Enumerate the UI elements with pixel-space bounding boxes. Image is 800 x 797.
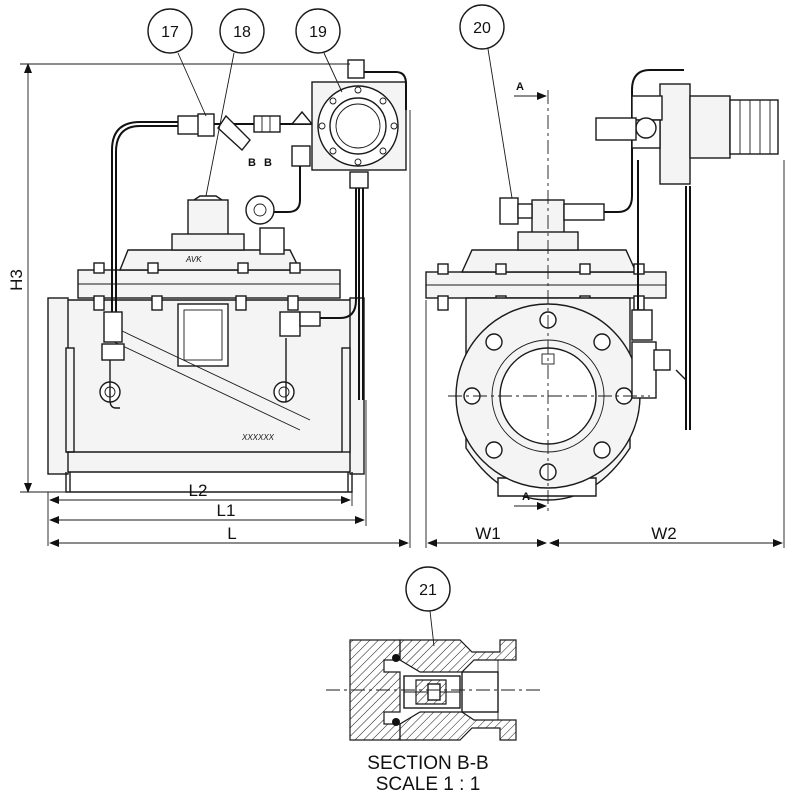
callout-18-label: 18	[233, 24, 251, 41]
dimension-w1-label: W1	[475, 524, 501, 543]
section-mark-b-left: B	[248, 157, 256, 169]
callout-19: 19	[295, 8, 343, 93]
section-a-bottom: A	[514, 491, 547, 510]
section-mark-a-bottom: A	[522, 491, 530, 503]
callout-17: 17	[147, 8, 207, 117]
callout-20: 20	[459, 4, 513, 199]
callout-17-label: 17	[161, 24, 179, 41]
brand-mark: AVK	[185, 255, 202, 264]
dimension-l1: L1	[49, 400, 367, 526]
dimension-w1: W1	[425, 300, 547, 548]
body-code: XXXXXX	[241, 433, 275, 442]
section-scale: SCALE 1 : 1	[376, 774, 481, 795]
callout-19-label: 19	[309, 24, 327, 41]
section-mark-b-right: B	[264, 157, 272, 169]
dimension-l: L	[49, 110, 411, 548]
callout-21-label: 21	[419, 582, 437, 599]
dimension-l-label: L	[227, 524, 236, 543]
section-a-top: A	[514, 81, 547, 100]
adjuster-grip	[739, 100, 771, 154]
regulator-bolts	[318, 86, 398, 166]
section-title: SECTION B-B	[367, 753, 488, 774]
dimension-h3-label: H3	[7, 269, 26, 291]
dimension-h3: H3	[7, 63, 350, 493]
side-flange-bolts	[463, 311, 633, 481]
callout-20-label: 20	[473, 20, 491, 37]
dimension-w2: W2	[549, 160, 785, 548]
section-b-b-view: 21	[326, 566, 540, 741]
dimension-w2-label: W2	[651, 524, 677, 543]
dimension-l2-label: L2	[189, 481, 208, 500]
dimension-l2: L2	[47, 481, 353, 546]
front-view: AVK XXXXXX	[47, 59, 407, 493]
side-view	[425, 69, 779, 512]
section-mark-a-top: A	[516, 81, 524, 93]
dimension-l1-label: L1	[217, 501, 236, 520]
callout-18: 18	[205, 8, 265, 197]
bonnet-bolts	[93, 262, 301, 311]
